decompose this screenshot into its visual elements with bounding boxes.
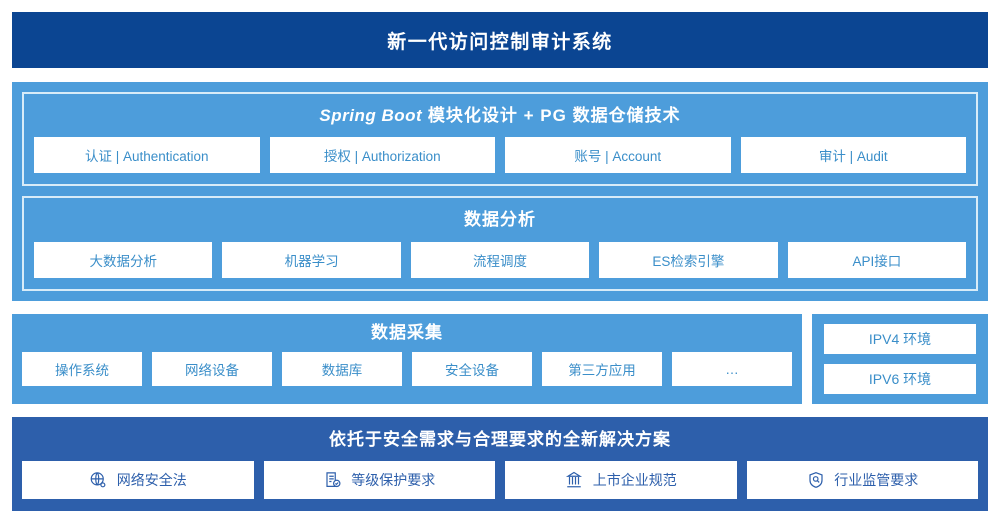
data-analysis-item-row: 大数据分析 机器学习 流程调度 ES检索引擎 API接口 <box>34 241 967 278</box>
spacer <box>12 404 988 417</box>
chip-ipv6-environment[interactable]: IPV6 环境 <box>824 363 976 394</box>
platform-layer-group: Spring Boot 模块化设计 + PG 数据仓储技术 认证 | Authe… <box>12 82 988 301</box>
spring-boot-item-row: 认证 | Authentication 授权 | Authorization 账… <box>34 137 966 174</box>
spacer <box>12 301 988 314</box>
chip-big-data-analysis[interactable]: 大数据分析 <box>34 241 213 278</box>
shield-search-icon <box>806 471 825 490</box>
chip-operating-system[interactable]: 操作系统 <box>22 352 142 387</box>
spring-boot-title-latin: Spring Boot <box>319 106 423 125</box>
chip-label: 网络安全法 <box>116 472 187 489</box>
chip-label: 上市企业规范 <box>592 472 677 489</box>
spacer <box>12 68 988 82</box>
chip-industry-regulation[interactable]: 行业监管要求 <box>746 461 978 500</box>
globe-icon <box>89 471 108 490</box>
spring-boot-title-cn: 模块化设计 + PG 数据仓储技术 <box>427 106 681 125</box>
chip-cybersecurity-law[interactable]: 网络安全法 <box>22 461 254 500</box>
bank-building-icon <box>565 471 584 490</box>
chip-authentication[interactable]: 认证 | Authentication <box>34 137 260 174</box>
chip-ipv4-environment[interactable]: IPV4 环境 <box>824 323 976 354</box>
chip-es-search-engine[interactable]: ES检索引擎 <box>599 241 778 278</box>
page-title: 新一代访问控制审计系统 <box>387 31 613 53</box>
chip-listed-company-standards[interactable]: 上市企业规范 <box>505 461 737 500</box>
data-collection-panel: 数据采集 操作系统 网络设备 数据库 安全设备 第三方应用 … <box>12 313 802 404</box>
compliance-panel: 依托于安全需求与合理要求的全新解决方案 网络安全法 <box>12 416 988 512</box>
chip-security-device[interactable]: 安全设备 <box>412 352 532 387</box>
chip-more-ellipsis[interactable]: … <box>672 352 792 387</box>
data-analysis-title: 数据分析 <box>464 210 536 230</box>
document-check-icon <box>323 471 342 490</box>
data-collection-item-row: 操作系统 网络设备 数据库 安全设备 第三方应用 … <box>22 352 792 387</box>
chip-third-party-app[interactable]: 第三方应用 <box>542 352 662 387</box>
chip-database[interactable]: 数据库 <box>282 352 402 387</box>
chip-classified-protection[interactable]: 等级保护要求 <box>263 461 495 500</box>
page-header: 新一代访问控制审计系统 <box>12 12 988 68</box>
chip-label: 等级保护要求 <box>351 472 436 489</box>
chip-label: 行业监管要求 <box>834 472 919 489</box>
ip-environment-panel: IPV4 环境 IPV6 环境 <box>812 313 988 404</box>
chip-audit[interactable]: 审计 | Audit <box>740 137 966 174</box>
collection-layer-group: 数据采集 操作系统 网络设备 数据库 安全设备 第三方应用 … IPV4 环境 … <box>12 313 988 404</box>
data-collection-title: 数据采集 <box>371 322 443 342</box>
chip-process-scheduling[interactable]: 流程调度 <box>410 241 590 278</box>
compliance-title: 依托于安全需求与合理要求的全新解决方案 <box>329 429 671 449</box>
chip-network-device[interactable]: 网络设备 <box>152 352 272 387</box>
compliance-item-row: 网络安全法 等级保护要求 <box>22 461 978 500</box>
spring-boot-panel: Spring Boot 模块化设计 + PG 数据仓储技术 认证 | Authe… <box>22 92 978 187</box>
chip-api-interface[interactable]: API接口 <box>787 241 967 278</box>
spring-boot-title: Spring Boot 模块化设计 + PG 数据仓储技术 <box>34 103 966 137</box>
chip-machine-learning[interactable]: 机器学习 <box>222 241 401 278</box>
chip-account[interactable]: 账号 | Account <box>505 137 731 174</box>
chip-authorization[interactable]: 授权 | Authorization <box>269 137 495 174</box>
data-analysis-panel: 数据分析 大数据分析 机器学习 流程调度 ES检索引擎 API接口 <box>22 196 978 291</box>
